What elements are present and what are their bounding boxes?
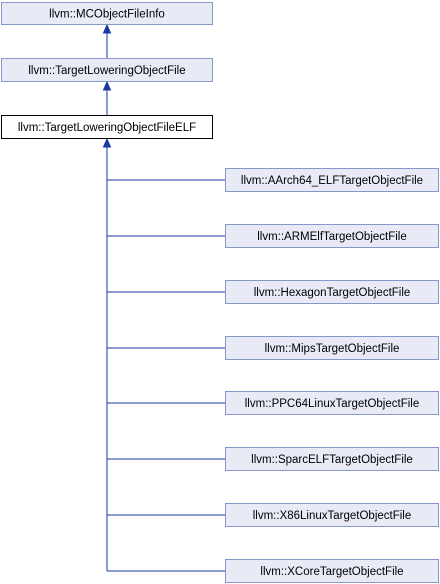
node-ppc64linuxtargetobjectfile[interactable]: llvm::PPC64LinuxTargetObjectFile — [225, 391, 439, 415]
node-label: llvm::XCoreTargetObjectFile — [260, 566, 403, 578]
node-box — [1, 2, 213, 25]
node-label: llvm::MCObjectFileInfo — [49, 9, 165, 21]
node-box — [225, 280, 439, 304]
node-box — [225, 168, 439, 192]
node-label: llvm::PPC64LinuxTargetObjectFile — [245, 398, 420, 410]
node-box — [225, 391, 439, 415]
node-sparcelftargetobjectfile[interactable]: llvm::SparcELFTargetObjectFile — [225, 447, 439, 471]
node-targetloweringobjectfileelf: llvm::TargetLoweringObjectFileELF — [1, 115, 213, 139]
node-label: llvm::TargetLoweringObjectFile — [28, 65, 185, 77]
node-aarch64-elftargetobjectfile[interactable]: llvm::AArch64_ELFTargetObjectFile — [225, 168, 439, 192]
node-box — [225, 336, 439, 360]
node-box — [225, 447, 439, 471]
node-label: llvm::AArch64_ELFTargetObjectFile — [241, 175, 423, 187]
node-label: llvm::ARMElfTargetObjectFile — [257, 231, 407, 243]
node-box — [225, 559, 439, 583]
node-label: llvm::TargetLoweringObjectFileELF — [18, 122, 196, 134]
node-xcoretargetobjectfile[interactable]: llvm::XCoreTargetObjectFile — [225, 559, 439, 583]
edges — [102, 23, 225, 572]
node-label: llvm::HexagonTargetObjectFile — [254, 287, 411, 299]
node-x86linuxtargetobjectfile[interactable]: llvm::X86LinuxTargetObjectFile — [225, 503, 439, 527]
node-box — [225, 224, 439, 248]
node-box — [1, 58, 213, 82]
node-mcobjectfileinfo[interactable]: llvm::MCObjectFileInfo — [1, 2, 213, 25]
node-label: llvm::SparcELFTargetObjectFile — [251, 454, 413, 466]
arrowhead-targetloweringobjectfileelf — [102, 137, 112, 148]
node-label: llvm::X86LinuxTargetObjectFile — [253, 510, 412, 522]
node-targetloweringobjectfile[interactable]: llvm::TargetLoweringObjectFile — [1, 58, 213, 82]
node-box — [225, 503, 439, 527]
node-mipstargetobjectfile[interactable]: llvm::MipsTargetObjectFile — [225, 336, 439, 360]
arrowhead-mcobjectfileinfo — [102, 23, 112, 34]
node-hexagontargetobjectfile[interactable]: llvm::HexagonTargetObjectFile — [225, 280, 439, 304]
arrowhead-targetloweringobjectfile — [102, 80, 112, 91]
node-armelftargetobjectfile[interactable]: llvm::ARMElfTargetObjectFile — [225, 224, 439, 248]
node-box-current — [1, 115, 213, 139]
node-label: llvm::MipsTargetObjectFile — [265, 343, 400, 355]
